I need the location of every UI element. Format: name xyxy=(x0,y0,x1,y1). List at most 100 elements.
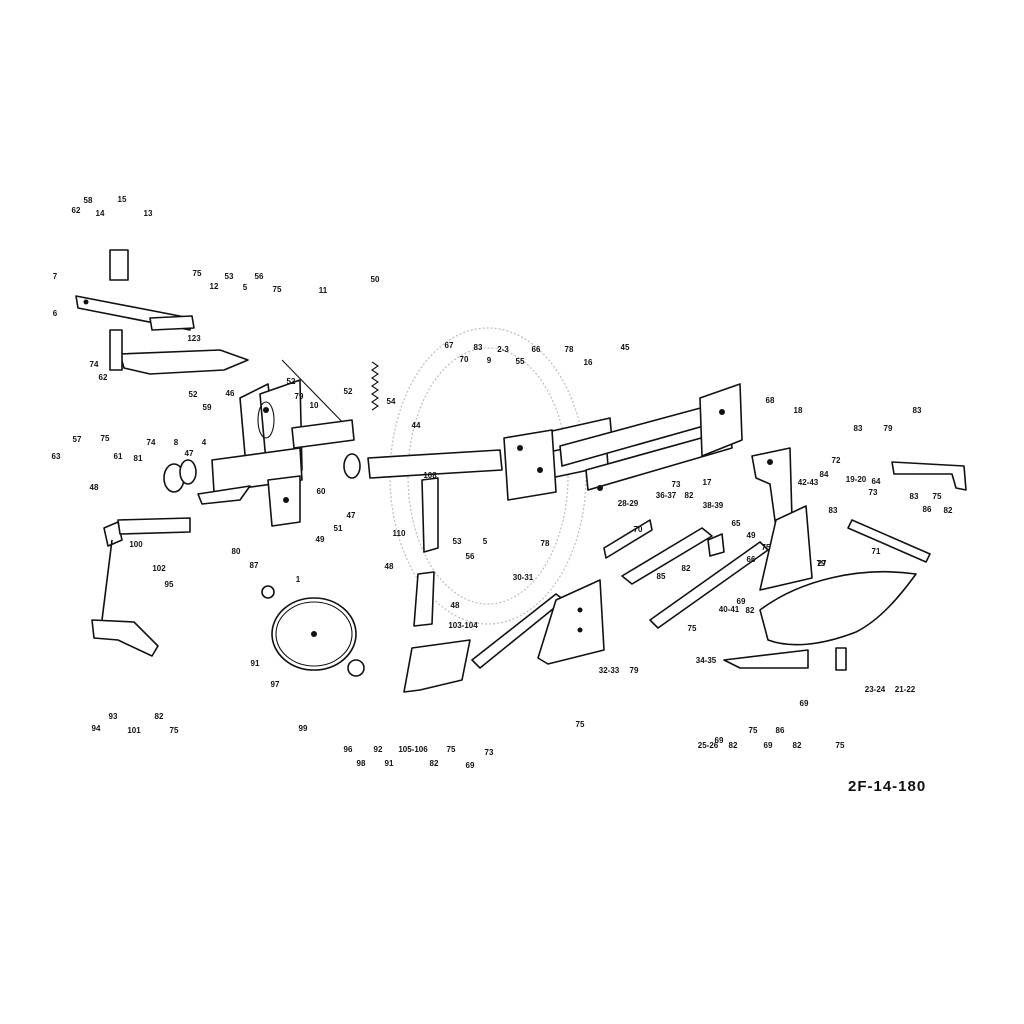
callout-48: 48 xyxy=(451,601,460,610)
callout-75: 75 xyxy=(170,726,179,735)
callout-69: 69 xyxy=(466,761,475,770)
main-frame-45 xyxy=(503,383,743,501)
callout-69: 69 xyxy=(715,736,724,745)
callout-40-41: 40-41 xyxy=(719,605,740,614)
callout-94: 94 xyxy=(92,724,101,733)
callout-5: 5 xyxy=(483,537,488,546)
callout-56: 56 xyxy=(255,272,264,281)
callout-61: 61 xyxy=(114,452,123,461)
callout-102: 102 xyxy=(152,564,166,573)
callout-74: 74 xyxy=(147,438,156,447)
callout-101: 101 xyxy=(127,726,141,735)
callout-80: 80 xyxy=(232,547,241,556)
callout-47: 47 xyxy=(185,449,194,458)
brace-34-35 xyxy=(847,519,931,563)
frog-32-33 xyxy=(537,579,605,665)
callout-123: 123 xyxy=(187,334,201,343)
top-lever-assembly xyxy=(75,249,249,375)
callout-82: 82 xyxy=(729,741,738,750)
callout-82: 82 xyxy=(793,741,802,750)
callout-57: 57 xyxy=(73,435,82,444)
arm-103-104 xyxy=(413,571,435,627)
main-shaft-44 xyxy=(367,449,503,479)
bar-38-39 xyxy=(707,533,725,557)
landside-40-41 xyxy=(649,541,769,629)
callout-56: 56 xyxy=(466,552,475,561)
callout-23-24: 23-24 xyxy=(865,685,886,694)
callout-82: 82 xyxy=(682,564,691,573)
callout-55: 55 xyxy=(516,357,525,366)
callout-47: 47 xyxy=(347,511,356,520)
callout-84: 84 xyxy=(820,470,829,479)
callout-32-33: 32-33 xyxy=(599,666,620,675)
callout-69: 69 xyxy=(764,741,773,750)
callout-19-20: 19-20 xyxy=(846,475,867,484)
callout-75: 75 xyxy=(101,434,110,443)
hub-47 xyxy=(163,453,361,493)
callout-82: 82 xyxy=(746,606,755,615)
callout-75: 75 xyxy=(273,285,282,294)
callout-1: 1 xyxy=(296,575,301,584)
callout-10: 10 xyxy=(310,401,319,410)
callout-67: 67 xyxy=(445,341,454,350)
callout-9: 9 xyxy=(487,356,492,365)
tie-rod-11 xyxy=(281,359,353,433)
callout-79: 79 xyxy=(817,559,826,568)
callout-75: 75 xyxy=(576,720,585,729)
strap-19-20 xyxy=(891,461,967,491)
callout-5: 5 xyxy=(243,283,248,292)
callout-46: 46 xyxy=(226,389,235,398)
landside-28-29 xyxy=(603,519,653,559)
callout-86: 86 xyxy=(776,726,785,735)
callout-16: 16 xyxy=(584,358,593,367)
callout-87: 87 xyxy=(250,561,259,570)
callout-95: 95 xyxy=(165,580,174,589)
callout-75: 75 xyxy=(447,745,456,754)
drawing-code: 2F-14-180 xyxy=(848,778,927,795)
callout-70: 70 xyxy=(634,525,643,534)
callout-66: 66 xyxy=(532,345,541,354)
callout-59: 59 xyxy=(203,403,212,412)
callout-15: 15 xyxy=(118,195,127,204)
plate-27 xyxy=(835,647,847,671)
callout-91: 91 xyxy=(251,659,260,668)
callout-53: 53 xyxy=(225,272,234,281)
scraper-101 xyxy=(91,619,159,657)
callout-28-29: 28-29 xyxy=(618,499,639,508)
callout-83: 83 xyxy=(474,343,483,352)
callout-17: 17 xyxy=(703,478,712,487)
bracket-108 xyxy=(421,477,439,553)
callout-79: 79 xyxy=(884,424,893,433)
callout-105-106: 105-106 xyxy=(398,745,428,754)
callout-49: 49 xyxy=(747,531,756,540)
callout-34-35: 34-35 xyxy=(696,656,717,665)
callout-74: 74 xyxy=(90,360,99,369)
callout-86: 86 xyxy=(923,505,932,514)
callout-11: 11 xyxy=(319,286,328,295)
callout-85: 85 xyxy=(657,572,666,581)
callout-108: 108 xyxy=(423,471,437,480)
callout-27: 27 xyxy=(818,559,827,568)
callout-63: 63 xyxy=(52,452,61,461)
callout-66: 66 xyxy=(747,555,756,564)
callout-36-37: 36-37 xyxy=(656,491,677,500)
callout-48: 48 xyxy=(385,562,394,571)
callout-69: 69 xyxy=(737,597,746,606)
callout-7: 7 xyxy=(53,272,58,281)
callout-79: 79 xyxy=(295,392,304,401)
callout-81: 81 xyxy=(134,454,143,463)
callout-70: 70 xyxy=(460,355,469,364)
spring-50 xyxy=(371,361,379,411)
callout-58: 58 xyxy=(84,196,93,205)
callout-52: 52 xyxy=(287,377,296,386)
callout-83: 83 xyxy=(913,406,922,415)
frog-42-43 xyxy=(759,505,813,591)
callout-75: 75 xyxy=(836,741,845,750)
coulter-stem-100 xyxy=(101,517,191,621)
callout-78: 78 xyxy=(541,539,550,548)
callout-73: 73 xyxy=(672,480,681,489)
callout-8: 8 xyxy=(174,438,179,447)
callout-93: 93 xyxy=(109,712,118,721)
